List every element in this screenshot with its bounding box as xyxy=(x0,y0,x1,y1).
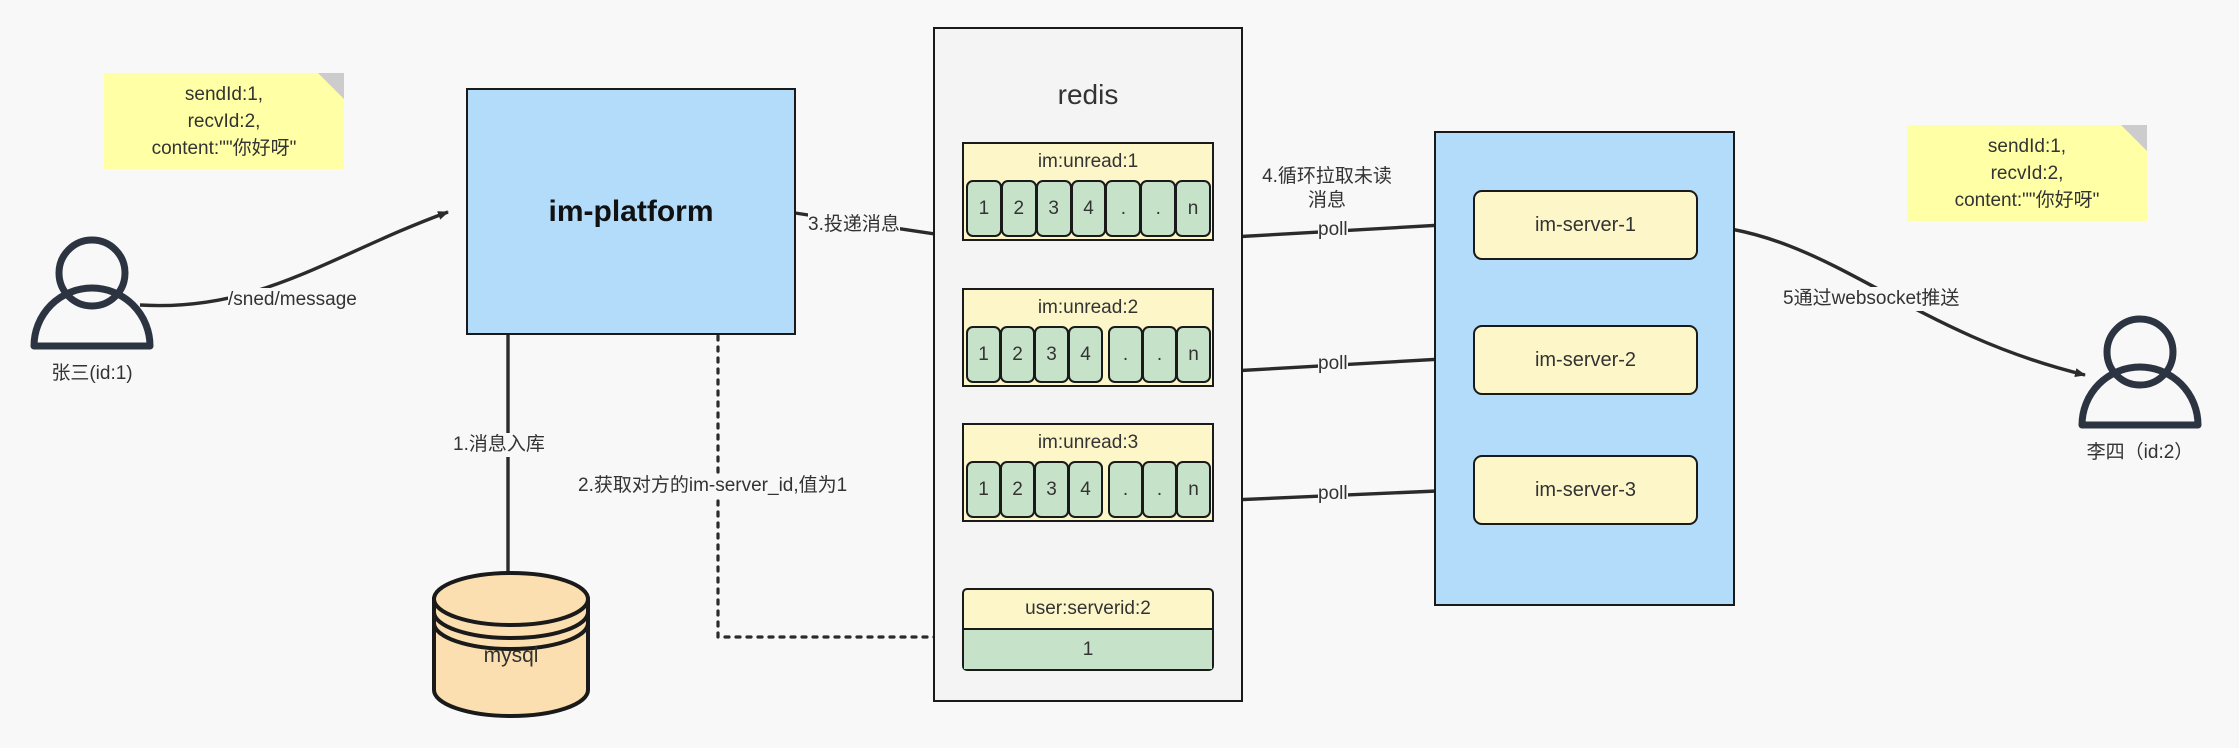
edge-label-step2: 2.获取对方的im-server_id,值为1 xyxy=(578,474,848,498)
queue-cell: 1 xyxy=(966,180,1002,237)
queue-cell: . xyxy=(1140,180,1177,237)
queue-cell: n xyxy=(1176,461,1211,518)
queue-cell: 4 xyxy=(1068,326,1103,383)
queue-cell: 3 xyxy=(1034,461,1069,518)
queue-cell: . xyxy=(1142,461,1177,518)
redis-queue-im-unread-1[interactable]: im:unread:1 1 2 3 4 . . n xyxy=(962,142,1214,241)
edge-label-step5: 5通过websocket推送 xyxy=(1783,287,1960,311)
node-im-server-2[interactable]: im-server-2 xyxy=(1473,325,1698,395)
note-right: sendId:1, recvId:2, content:""你好呀" xyxy=(1907,125,2147,221)
note-left-text: sendId:1, recvId:2, content:""你好呀" xyxy=(151,83,297,159)
sender-user-icon xyxy=(30,236,154,350)
queue-cell: 4 xyxy=(1070,180,1107,237)
queue-cell: . xyxy=(1108,326,1143,383)
redis-queue-im-unread-2[interactable]: im:unread:2 1 2 3 4 . . n xyxy=(962,288,1214,387)
queue-cell: 2 xyxy=(1000,180,1037,237)
note-fold-icon xyxy=(2121,125,2147,151)
queue-cell: . xyxy=(1108,461,1143,518)
queue-cell: 1 xyxy=(966,461,1001,518)
edge-label-step4: 4.循环拉取未读消息 xyxy=(1253,165,1401,213)
queue-cell: n xyxy=(1176,326,1211,383)
queue-key-label: im:unread:2 xyxy=(1037,297,1139,318)
redis-title: redis xyxy=(1057,79,1119,110)
receiver-actor-label: 李四（id:2） xyxy=(2086,442,2194,463)
redis-kv-user-serverid[interactable]: user:serverid:2 1 xyxy=(962,588,1214,671)
queue-cells: 1 2 3 4 . . n xyxy=(964,180,1212,239)
queue-cell: 3 xyxy=(1034,326,1069,383)
queue-cell: . xyxy=(1142,326,1177,383)
queue-cells: 1 2 3 4 . . n xyxy=(964,461,1212,520)
queue-cell: 2 xyxy=(1000,326,1035,383)
node-mysql[interactable]: mysql xyxy=(434,573,588,716)
node-im-server-3[interactable]: im-server-3 xyxy=(1473,455,1698,525)
note-right-text: sendId:1, recvId:2, content:""你好呀" xyxy=(1954,135,2100,211)
im-platform-label: im-platform xyxy=(548,194,714,228)
node-im-platform[interactable]: im-platform xyxy=(466,88,796,335)
edge-label-send-message: /sned/message xyxy=(228,288,357,312)
kv-value-label: 1 xyxy=(964,628,1212,669)
sender-actor-label: 张三(id:1) xyxy=(51,363,133,384)
kv-key-label: user:serverid:2 xyxy=(1025,598,1151,619)
queue-cell: 4 xyxy=(1068,461,1103,518)
edge-label-poll-2: poll xyxy=(1318,352,1348,376)
edge-label-poll-3: poll xyxy=(1318,482,1348,506)
edge-label-step1: 1.消息入库 xyxy=(453,433,545,457)
node-im-server-1[interactable]: im-server-1 xyxy=(1473,190,1698,260)
queue-key-label: im:unread:1 xyxy=(1037,151,1139,172)
note-fold-icon xyxy=(318,73,344,99)
queue-cell: n xyxy=(1175,180,1212,237)
queue-cell: 3 xyxy=(1035,180,1072,237)
queue-key-label: im:unread:3 xyxy=(1037,432,1139,453)
queue-cell: 1 xyxy=(966,326,1001,383)
edge-label-step3: 3.投递消息 xyxy=(808,213,900,237)
note-left: sendId:1, recvId:2, content:""你好呀" xyxy=(104,73,344,169)
queue-cells: 1 2 3 4 . . n xyxy=(964,326,1212,385)
queue-cell: . xyxy=(1105,180,1142,237)
queue-cell: 2 xyxy=(1000,461,1035,518)
redis-queue-im-unread-3[interactable]: im:unread:3 1 2 3 4 . . n xyxy=(962,423,1214,522)
mysql-label: mysql xyxy=(483,643,539,667)
edge-label-poll-1: poll xyxy=(1318,218,1348,242)
receiver-user-icon xyxy=(2078,315,2202,429)
